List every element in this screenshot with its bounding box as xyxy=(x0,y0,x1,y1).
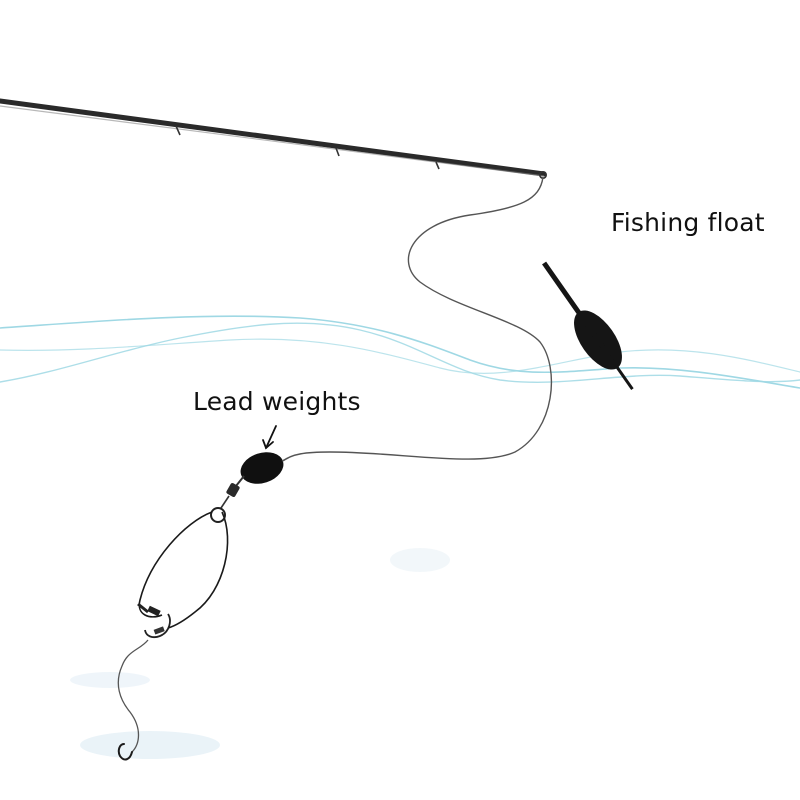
water-shadows xyxy=(70,548,450,759)
hook-leader xyxy=(117,639,149,753)
fishing-line xyxy=(282,176,552,462)
feeder-loop xyxy=(138,511,229,629)
fishing-float xyxy=(542,261,634,391)
fishing-rod xyxy=(0,98,547,180)
water-surface xyxy=(0,315,800,389)
lead-weight xyxy=(240,452,289,484)
hook-connector xyxy=(137,602,171,639)
lead-weight-arrow xyxy=(262,425,277,450)
swivel xyxy=(210,475,245,523)
fishing-float-label: Fishing float xyxy=(611,208,765,237)
lead-weights-label: Lead weights xyxy=(193,387,361,416)
hook xyxy=(117,743,133,761)
